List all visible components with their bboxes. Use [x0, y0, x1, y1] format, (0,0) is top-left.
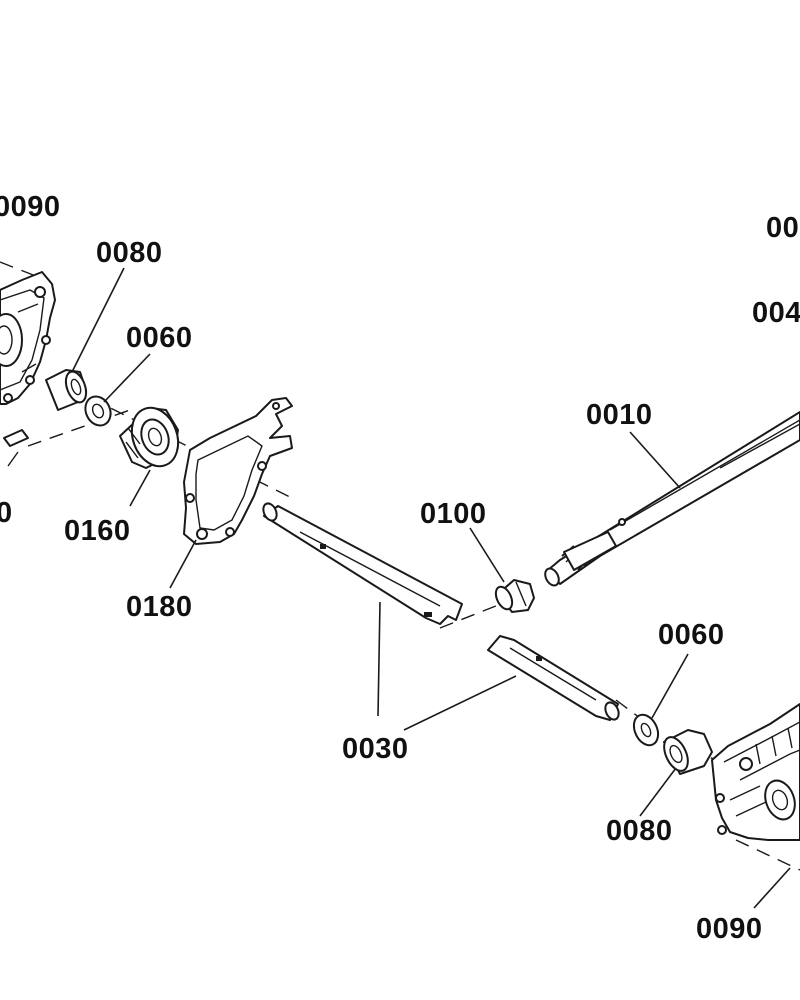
label-0060-bottom: 0060 — [658, 619, 725, 651]
tube-0030-lower — [487, 635, 620, 721]
bushing-0080-bottom — [663, 729, 713, 775]
label-0010: 0010 — [586, 399, 653, 431]
label-0160: 0160 — [64, 515, 131, 547]
label-0100: 0100 — [420, 498, 487, 530]
label-0180: 0180 — [126, 591, 193, 623]
sleeve-0100 — [494, 579, 535, 613]
washer-0060-bottom — [632, 713, 660, 747]
tube-0030-upper — [262, 502, 463, 625]
label-0090-top: 0090 — [0, 191, 61, 223]
label-0090-bottom: 0090 — [696, 913, 763, 945]
bushing-0080-top — [45, 369, 88, 411]
worm-thread — [561, 531, 617, 571]
gasket-0180 — [183, 397, 293, 545]
label-0060-top: 0060 — [126, 322, 193, 354]
washer-0060-top — [84, 395, 112, 427]
left-housing-part — [0, 271, 56, 467]
shaft-0010 — [544, 411, 800, 587]
label-004-right: 004 — [752, 297, 800, 329]
label-0080-top: 0080 — [96, 237, 163, 269]
label-00-right: 00 — [766, 212, 799, 244]
leader-lines — [71, 267, 791, 909]
callout-labels: 0090 0080 0060 0160 0180 0 0030 0100 001… — [0, 191, 800, 945]
bearing-0160 — [119, 406, 180, 469]
label-0030: 0030 — [342, 733, 409, 765]
assembly-centerlines — [0, 261, 800, 871]
right-housing-part — [711, 703, 800, 841]
label-left-partial: 0 — [0, 497, 13, 529]
label-0080-bottom: 0080 — [606, 815, 673, 847]
